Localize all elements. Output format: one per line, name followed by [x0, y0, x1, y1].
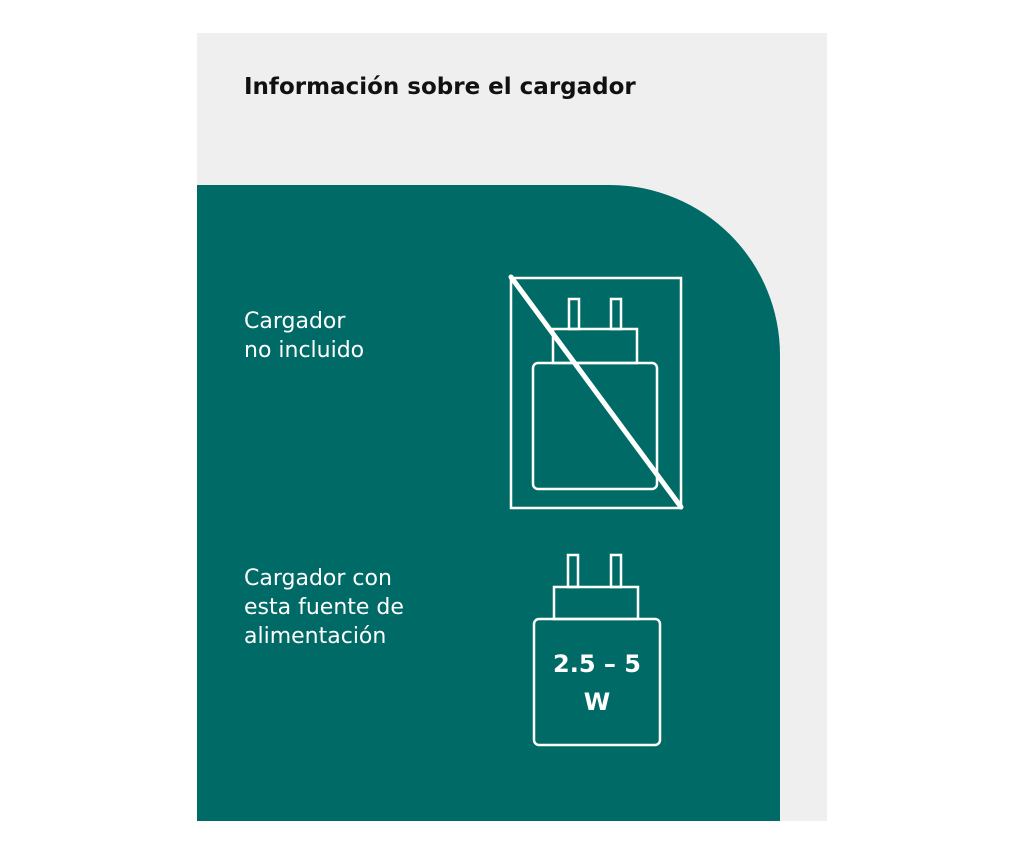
charger-not-included-label: Cargador no incluido [244, 307, 364, 365]
wattage-value: 2.5 – 5 [553, 650, 641, 678]
page-title: Información sobre el cargador [244, 74, 636, 100]
plug-prong-right [609, 553, 623, 589]
charger-panel: Cargador no incluido Cargador con esta f… [197, 185, 780, 821]
label-line: alimentación [244, 624, 387, 649]
plug-prong-right [609, 297, 623, 331]
label-line: Cargador [244, 309, 346, 334]
label-line: no incluido [244, 338, 365, 363]
plug-neck [551, 327, 639, 365]
no-charger-icon [508, 274, 684, 510]
frame-outline [509, 276, 683, 510]
charger-icon: 2.5 – 5 W [532, 553, 662, 747]
label-line: Cargador con [244, 566, 392, 591]
charger-body [531, 361, 659, 491]
charger-info-card: Información sobre el cargador Cargador n… [197, 33, 827, 821]
charger-body [532, 617, 662, 747]
plug-prong-left [566, 553, 580, 589]
plug-prong-left [567, 297, 581, 331]
plug-neck [552, 585, 640, 621]
label-line: esta fuente de [244, 595, 404, 620]
strike-through-line [508, 274, 684, 510]
charger-power-supply-label: Cargador con esta fuente de alimentación [244, 564, 404, 651]
wattage-unit: W [584, 688, 610, 716]
